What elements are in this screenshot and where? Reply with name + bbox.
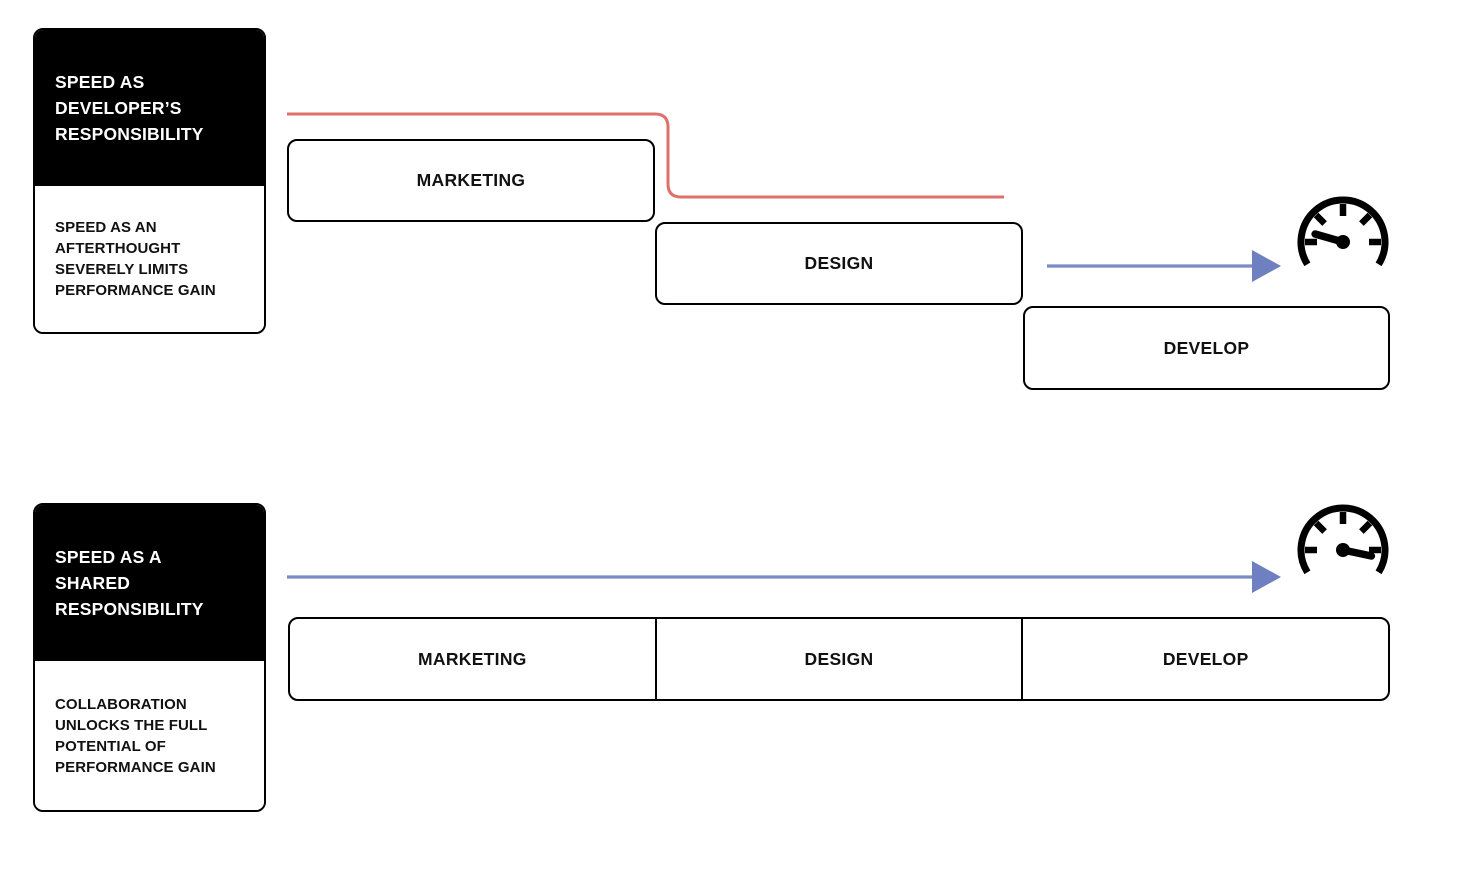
card-description: SPEED AS AN AFTERTHOUGHT SEVERELY LIMITS… [55,219,216,299]
timeline-arrow-bottom [287,561,1281,593]
speedometer-high-icon [1297,504,1389,575]
stage-label: MARKETING [418,648,527,669]
shared-stage-row: MARKETING DESIGN DEVELOP [288,617,1390,701]
stage-cell-design: DESIGN [657,619,1024,699]
stage-box-marketing: MARKETING [287,139,655,222]
card-title: SPEED AS A SHARED RESPONSIBILITY [55,547,204,619]
scenario-card-developer-responsibility: SPEED AS DEVELOPER’S RESPONSIBILITY SPEE… [33,28,266,334]
stage-label: MARKETING [416,170,526,190]
stage-cell-marketing: MARKETING [290,619,657,699]
card-body: COLLABORATION UNLOCKS THE FULL POTENTIAL… [35,661,264,810]
scenario-card-shared-responsibility: SPEED AS A SHARED RESPONSIBILITY COLLABO… [33,503,266,812]
stage-box-develop: DEVELOP [1023,306,1390,390]
stage-cell-develop: DEVELOP [1023,619,1388,699]
stage-label: DEVELOP [1162,648,1249,669]
stage-box-design: DESIGN [655,222,1023,305]
card-title: SPEED AS DEVELOPER’S RESPONSIBILITY [55,72,204,144]
stage-label: DESIGN [804,648,874,669]
card-description: COLLABORATION UNLOCKS THE FULL POTENTIAL… [55,695,216,776]
stage-label: DEVELOP [1163,337,1250,358]
card-body: SPEED AS AN AFTERTHOUGHT SEVERELY LIMITS… [35,186,264,332]
card-header: SPEED AS DEVELOPER’S RESPONSIBILITY [35,30,264,186]
stage-label: DESIGN [804,253,874,273]
timeline-arrow-top [1047,250,1281,282]
card-header: SPEED AS A SHARED RESPONSIBILITY [35,505,264,661]
speedometer-low-icon [1297,196,1389,267]
